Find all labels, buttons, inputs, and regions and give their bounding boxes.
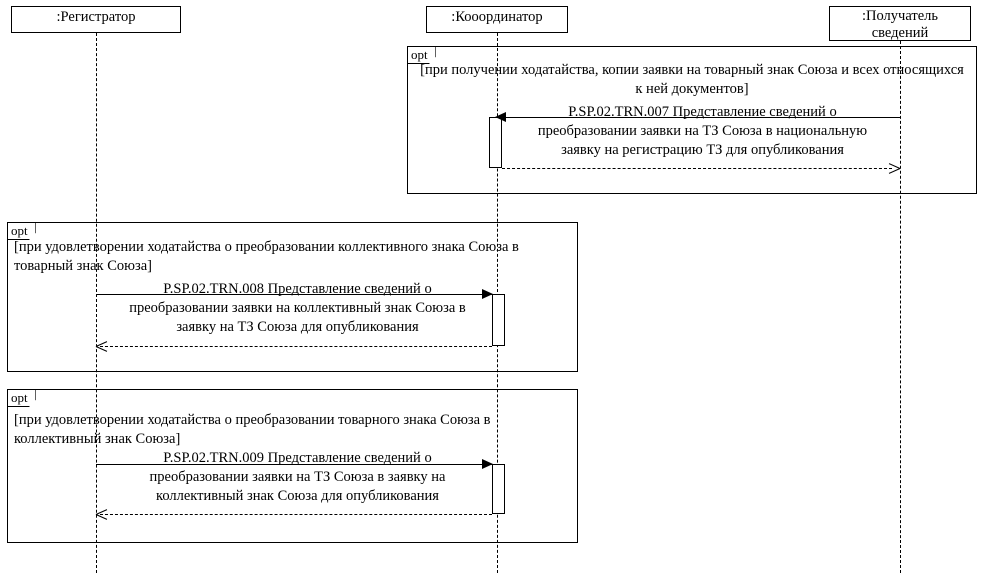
message-trn-009-label-line1: P.SP.02.TRN.009 Представление сведений о <box>163 450 432 466</box>
fragment-opt-1-tag: opt <box>408 47 436 64</box>
lifeline-head-receiver-label-line2: сведений <box>871 25 929 41</box>
lifeline-head-registrar[interactable]: :Регистратор <box>11 6 181 33</box>
reply-trn-008-arrowhead <box>96 341 107 352</box>
reply-trn-009-arrowhead <box>96 509 107 520</box>
fragment-opt-3[interactable]: opt <box>7 389 578 543</box>
message-trn-007-line[interactable] <box>495 117 900 118</box>
fragment-opt-3-tag: opt <box>8 390 36 407</box>
message-trn-007-label-line1: P.SP.02.TRN.007 Представление сведений о <box>568 104 837 120</box>
activation-bar-coordinator-1 <box>489 117 502 168</box>
message-trn-009-label-line3: коллективный знак Союза для опубликовани… <box>156 488 439 504</box>
message-trn-009-arrowhead <box>482 459 493 469</box>
fragment-opt-1-guard: [при получении ходатайства, копии заявки… <box>420 62 964 97</box>
message-trn-008-label-line1: P.SP.02.TRN.008 Представление сведений о <box>163 281 432 297</box>
lifeline-head-coordinator[interactable]: :Кооординатор <box>426 6 568 33</box>
lifeline-stem-registrar <box>96 33 97 573</box>
fragment-opt-3-guard: [при удовлетворении ходатайства о преобр… <box>14 412 491 447</box>
reply-trn-007-arrowhead <box>888 163 899 174</box>
lifeline-head-registrar-label: :Регистратор <box>56 9 136 25</box>
reply-trn-009-line[interactable] <box>100 514 492 515</box>
message-trn-007-label-line3: заявку на регистрацию ТЗ для опубликован… <box>561 142 844 158</box>
fragment-opt-2-tag: opt <box>8 223 36 240</box>
message-trn-009-line[interactable] <box>96 464 493 465</box>
activation-bar-coordinator-3 <box>492 464 505 514</box>
lifeline-stem-receiver <box>900 41 901 573</box>
reply-trn-008-line[interactable] <box>100 346 492 347</box>
message-trn-008-label-line2: преобразовании заявки на коллективный зн… <box>129 300 466 316</box>
fragment-opt-1[interactable]: opt <box>407 46 977 194</box>
lifeline-head-coordinator-label: :Кооординатор <box>451 9 543 25</box>
message-trn-007-arrowhead <box>495 112 506 122</box>
message-trn-008-label-line3: заявку на ТЗ Союза для опубликования <box>176 319 419 335</box>
fragment-opt-2-guard: [при удовлетворении ходатайства о преобр… <box>14 239 519 274</box>
message-trn-009-label-line2: преобразовании заявки на ТЗ Союза в заяв… <box>149 469 446 485</box>
lifeline-head-receiver-label-line1: :Получатель <box>861 8 939 24</box>
message-trn-008-arrowhead <box>482 289 493 299</box>
reply-trn-007-line[interactable] <box>502 168 892 169</box>
message-trn-007-label-line2: преобразовании заявки на ТЗ Союза в наци… <box>537 123 868 139</box>
activation-bar-coordinator-2 <box>492 294 505 346</box>
message-trn-008-line[interactable] <box>96 294 493 295</box>
fragment-opt-2[interactable]: opt <box>7 222 578 372</box>
lifeline-head-receiver[interactable]: :Получатель сведений <box>829 6 971 41</box>
